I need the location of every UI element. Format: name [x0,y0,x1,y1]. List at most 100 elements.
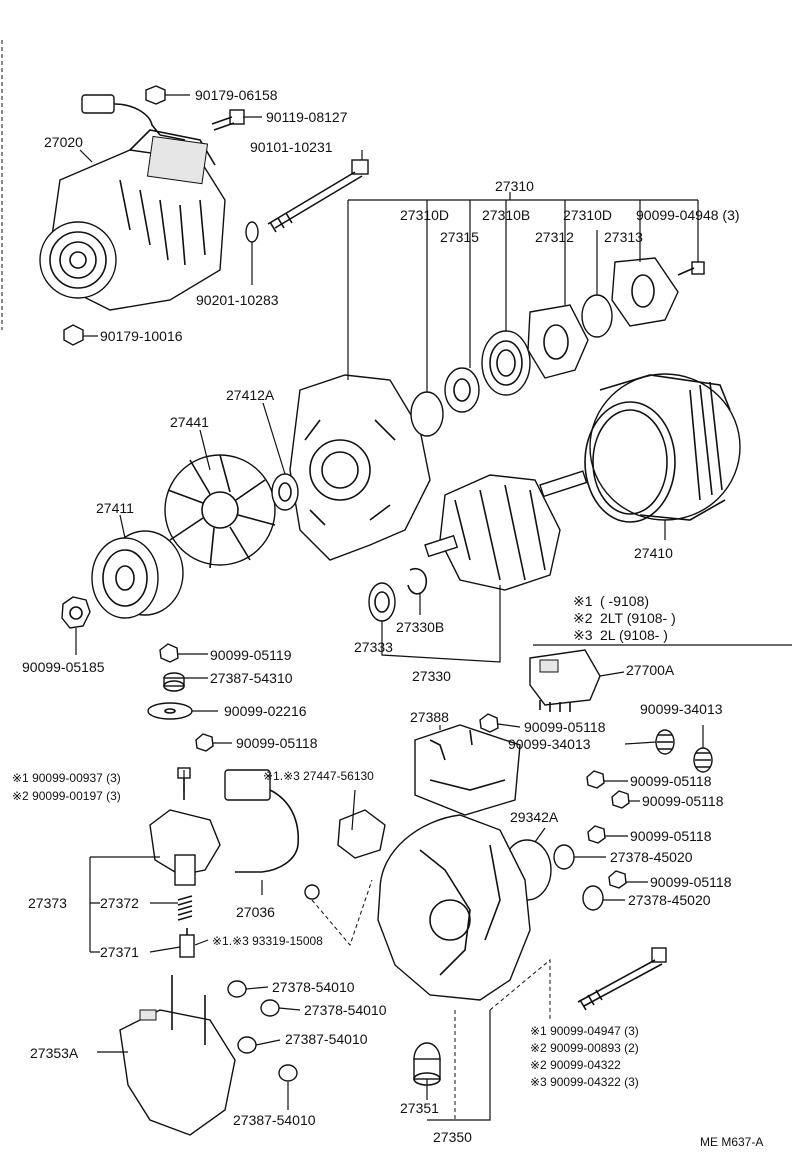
insulator-27387-54010-b-drawing [278,1064,298,1082]
label-27411: 27411 [96,500,134,516]
label-27371: 27371 [100,944,139,960]
nut-90099-05118-e-drawing [587,825,606,844]
label-27330B: 27330B [396,619,444,635]
label-90101-10231: 90101-10231 [250,139,333,155]
terminal-stud-93319-15008-drawing [304,884,320,900]
label-93319-15008: ※1.※3 93319-15008 [212,934,323,948]
leader-lines [75,94,704,1121]
legend-mark-3: ※3 [573,627,593,643]
fan-27441-drawing [164,454,276,569]
legend-text-2: 2LT (9108- ) [600,610,676,626]
nut-90099-05118-d-drawing [611,790,630,809]
label-27312: 27312 [535,229,574,245]
label-90099-05185: 90099-05185 [22,659,105,675]
legend-mark-1: ※1 [573,593,593,609]
insulator-27378-54010-b-drawing [260,999,280,1017]
label-27353A: 27353A [30,1045,79,1061]
plate-27315-drawing [444,367,480,413]
collar-27351-drawing [413,1042,441,1086]
label-27315: 27315 [440,229,479,245]
connector-27036-drawing [224,769,300,873]
regulator-27700A-drawing [529,649,601,712]
bolt-90119-08127-drawing [211,109,245,131]
label-90099-00893: ※2 90099-00893 (2) [530,1041,639,1055]
label-27036: 27036 [236,904,275,920]
label-27310D-b: 27310D [563,207,612,223]
label-27378-45020-b: 27378-45020 [628,892,711,908]
rotor-27330-drawing [424,470,588,591]
label-90179-06158: 90179-06158 [195,87,278,103]
label-90099-00937: ※1 90099-00937 (3) [12,771,121,785]
label-27387-54010-a: 27387-54010 [285,1031,368,1047]
label-27310: 27310 [495,178,534,194]
label-27700A: 27700A [626,662,675,678]
insulator-27387-54010-a-drawing [237,1036,257,1054]
label-90099-05118-a: 90099-05118 [236,735,318,751]
label-27388: 27388 [410,709,449,725]
nut-90099-05118-f-drawing [608,870,627,889]
label-90099-34013-b: 90099-34013 [508,736,591,752]
label-90179-10016: 90179-10016 [100,328,183,344]
legend-mark-2: ※2 [573,610,593,626]
pulley-nut-90099-05185-drawing [61,596,91,629]
legend-text-1: ( -9108) [600,593,649,609]
rectifier-27388-drawing [414,724,521,816]
label-27410: 27410 [634,545,673,561]
label-90099-05118-e: 90099-05118 [630,828,712,844]
label-90099-04322-b: ※3 90099-04322 (3) [530,1075,639,1089]
spring-27372-drawing [177,895,193,921]
nut-90099-05118-b-drawing [479,713,499,733]
nut-90099-05118-c-drawing [586,770,605,789]
label-90099-04322-a: ※2 90099-04322 [530,1058,621,1072]
label-27020: 27020 [44,134,83,150]
label-27387-54310: 27387-54310 [210,670,293,686]
nut-90099-05118-a-drawing [195,733,214,752]
label-27330: 27330 [412,668,451,684]
pulley-27411-drawing [91,530,184,619]
label-90099-04948: 90099-04948 (3) [636,207,740,223]
snap-ring-27330B-drawing [407,568,428,595]
label-27313: 27313 [604,229,643,245]
label-27373: 27373 [28,895,67,911]
label-27350: 27350 [433,1129,472,1145]
label-27412A: 27412A [226,387,275,403]
rear-end-frame-27350-drawing [377,814,531,1001]
label-29342A: 29342A [510,809,559,825]
retainer-27313-drawing [611,257,679,327]
nut-90099-05119-drawing [159,643,179,663]
brush-holder-27373-drawing [149,809,221,886]
label-90099-04947: ※1 90099-04947 (3) [530,1024,639,1038]
label-27310D-a: 27310D [400,207,449,223]
insulator-27387-54310-drawing [163,672,185,692]
nut-90179-06158-drawing [145,85,166,105]
label-27310B: 27310B [482,207,530,223]
label-27372: 27372 [100,895,139,911]
bearing-27310B-drawing [481,330,531,396]
brush-27371-drawing [179,928,195,958]
through-bolt-90101-10231-drawing [267,159,369,233]
label-90099-05118-f: 90099-05118 [650,874,732,890]
label-90099-05118-b: 90099-05118 [524,719,606,735]
alternator-assembly-drawing [39,94,226,311]
label-27447-56130: ※1.※3 27447-56130 [263,769,374,783]
nut-90179-10016-drawing [63,324,84,346]
part-labels: 90179-06158 90119-08127 27020 90101-1023… [12,87,740,1145]
label-27387-54010-b: 27387-54010 [233,1112,316,1128]
cover-27312-drawing [527,304,589,379]
washer-90201-10283-drawing [245,221,259,243]
washer-90099-02216-drawing [147,702,193,720]
legend-text-3: 2L (9108- ) [600,627,668,643]
label-27441: 27441 [170,414,209,430]
through-bolt-90099-04947-drawing [577,947,667,1011]
applicability-legend: ※1 ( -9108) ※2 2LT (9108- ) ※3 2L (9108-… [533,593,792,646]
drive-end-frame-drawing [289,374,431,561]
ring-27310D-a-drawing [410,391,444,437]
insulator-27378-45020-a-drawing [553,844,575,870]
screw-90099-04948-drawing [677,261,705,276]
label-27378-45020-a: 27378-45020 [610,849,693,865]
label-27378-54010-b: 27378-54010 [304,1002,387,1018]
label-90099-00197: ※2 90099-00197 (3) [12,789,121,803]
ring-27310D-b-drawing [581,294,613,338]
label-27351: 27351 [400,1100,439,1116]
label-90119-08127: 90119-08127 [266,109,348,125]
